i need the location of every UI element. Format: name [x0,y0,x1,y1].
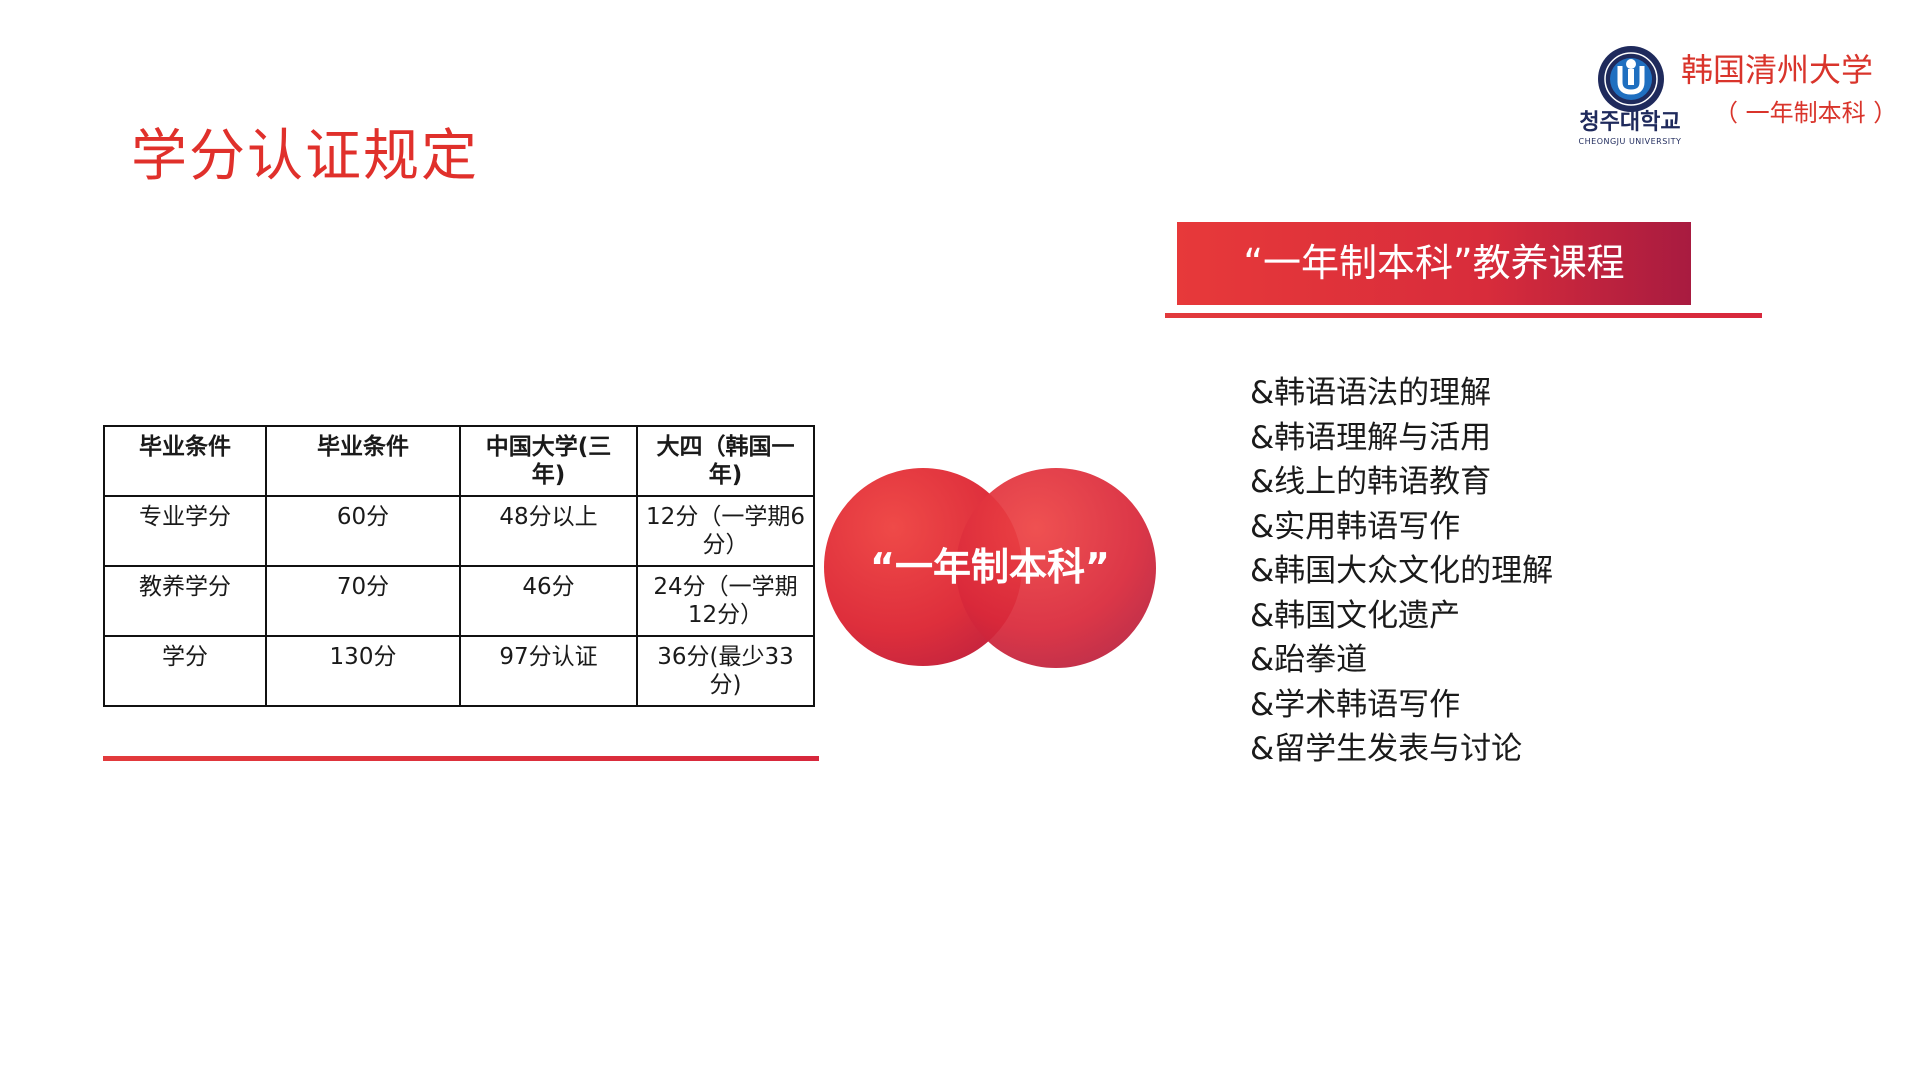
list-item: &实用韩语写作 [1250,508,1461,545]
decorative-circle-right [956,468,1156,668]
table-cell: 36分(最少33分) [636,635,815,707]
list-item: &韩国大众文化的理解 [1250,553,1554,589]
table-cell: 97分认证 [459,635,638,707]
table-header-cell: 大四（韩国一年) [636,425,815,497]
table-row: 学分 130分 97分认证 36分(最少33分) [103,635,815,707]
course-banner: “一年制本科”教养课程 [1177,222,1691,305]
credit-table: 毕业条件 毕业条件 中国大学(三年) 大四（韩国一年) 专业学分 60分 48分… [103,425,815,707]
list-item: &韩国文化遗产 [1250,597,1461,634]
page-title: 学分认证规定 [131,124,479,189]
university-name: 韩国清州大学 [1681,51,1874,89]
table-cell: 130分 [265,635,461,707]
table-header-cell: 中国大学(三年) [459,425,638,497]
table-header-cell: 毕业条件 [265,425,461,497]
table-cell: 70分 [265,565,461,637]
table-row: 教养学分 70分 46分 24分（一学期12分） [103,565,815,637]
university-seal-icon [1598,46,1664,112]
banner-divider [1165,313,1762,318]
university-subtitle: （ 一年制本科 ） [1714,99,1898,127]
table-cell: 24分（一学期12分） [636,565,815,637]
list-item: &线上的韩语教育 [1250,464,1492,500]
logo-english-text: CHEONGJU UNIVERSITY [1578,137,1682,146]
list-item: &留学生发表与讨论 [1250,731,1523,767]
circle-label: “一年制本科” [870,545,1110,589]
table-cell: 48分以上 [459,495,638,567]
table-cell: 学分 [103,635,267,707]
table-cell: 教养学分 [103,565,267,637]
list-item: &韩语理解与活用 [1250,419,1492,456]
table-row: 专业学分 60分 48分以上 12分（一学期6分） [103,495,815,567]
table-cell: 专业学分 [103,495,267,567]
logo-korean-text: 청주대학교 [1579,110,1681,135]
university-logo: 청주대학교 CHEONGJU UNIVERSITY [1572,44,1692,154]
table-header-cell: 毕业条件 [103,425,267,497]
table-header-row: 毕业条件 毕业条件 中国大学(三年) 大四（韩国一年) [103,425,815,497]
course-list: &韩语语法的理解 &韩语理解与活用 &线上的韩语教育 &实用韩语写作 &韩国大众… [1250,371,1553,772]
list-item: &韩语语法的理解 [1250,375,1492,411]
table-cell: 60分 [265,495,461,567]
table-divider [103,756,819,761]
list-item: &学术韩语写作 [1250,686,1461,723]
table-cell: 12分（一学期6分） [636,495,815,567]
table-cell: 46分 [459,565,638,637]
list-item: &跆拳道 [1250,642,1368,678]
